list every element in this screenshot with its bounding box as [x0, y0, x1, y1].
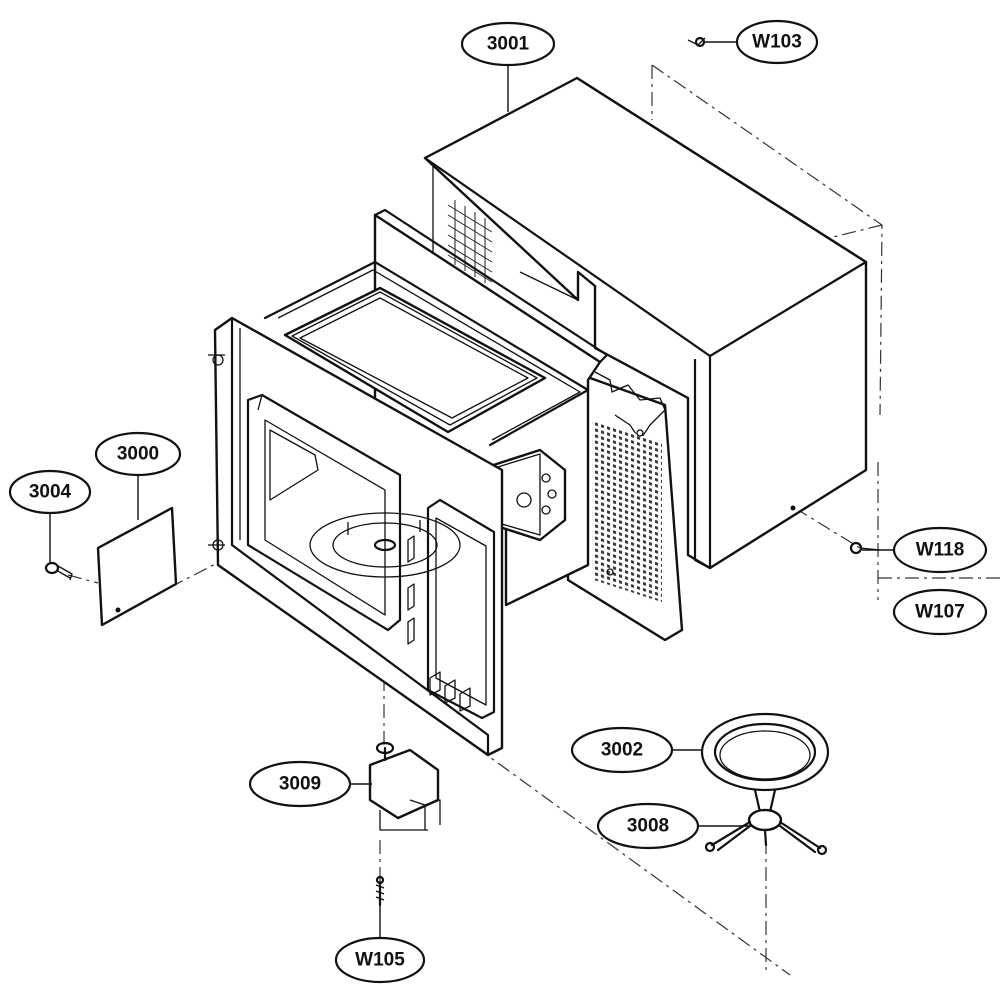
front-frame [208, 316, 504, 757]
motor-screw-part [375, 875, 385, 907]
screw-top-part [687, 36, 706, 48]
waveguide-cover-plate [96, 506, 178, 627]
callout-w105-label: W105 [355, 950, 405, 971]
callout-3008: 3008 [596, 802, 700, 850]
outer-cabinet [423, 76, 868, 570]
callout-3000-label: 3000 [117, 444, 159, 465]
cover-screw [44, 561, 73, 581]
callout-3004: 3004 [8, 469, 92, 515]
callout-3004-label: 3004 [29, 482, 72, 503]
callout-3000: 3000 [94, 431, 182, 477]
callout-3002-label: 3002 [601, 740, 643, 761]
callout-3008-label: 3008 [627, 816, 669, 837]
callout-w118-label: W118 [916, 540, 965, 561]
callout-w107-label: W107 [915, 602, 965, 623]
callout-3009: 3009 [248, 760, 352, 808]
rear-panel [566, 368, 684, 642]
callout-w103-label: W103 [752, 32, 802, 53]
screw-side-part [849, 541, 881, 555]
callout-w118: W118 [892, 526, 988, 574]
callout-w103: W103 [735, 19, 819, 65]
cabinet-side-vent [447, 200, 493, 283]
callout-3001-label: 3001 [487, 34, 530, 55]
callout-w105: W105 [334, 936, 426, 984]
glass-tray-part [700, 712, 830, 792]
roller-ring-part [704, 788, 828, 856]
callout-3001: 3001 [460, 21, 556, 67]
callout-w107: W107 [892, 588, 988, 636]
turntable-motor-part [368, 741, 441, 831]
callout-3002: 3002 [570, 726, 674, 774]
leader-lines [49, 41, 893, 940]
callout-3009-label: 3009 [279, 774, 321, 795]
